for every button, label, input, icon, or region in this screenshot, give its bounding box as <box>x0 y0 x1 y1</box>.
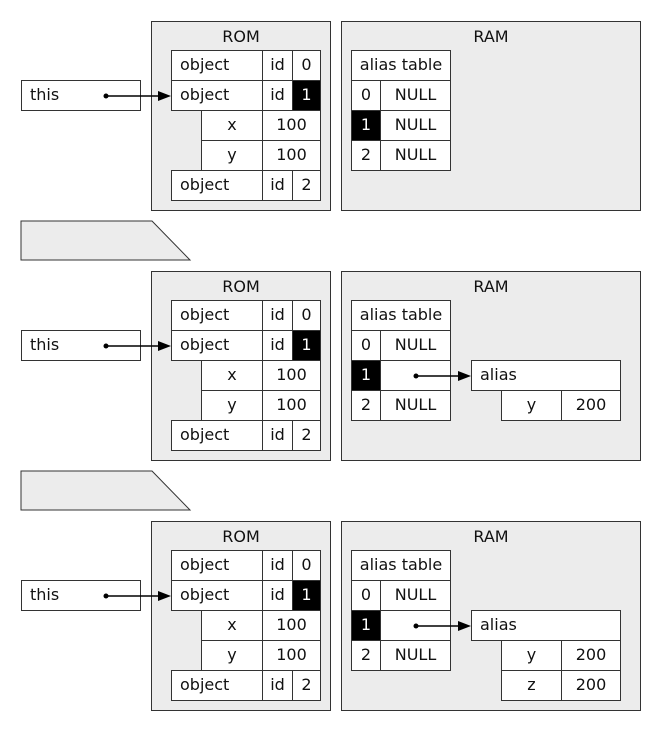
alias-table-value: NULL <box>380 110 451 141</box>
rom-object-id: 1 <box>292 580 321 611</box>
alias-table-index: 2 <box>351 140 381 171</box>
rom-field-name: y <box>201 640 263 671</box>
alias-field-value: 200 <box>561 640 621 671</box>
alias-pointer-arrow <box>413 371 471 381</box>
rom-title: ROM <box>222 27 260 46</box>
alias-table-value: NULL <box>380 390 451 421</box>
rom-id-label: id <box>262 420 293 451</box>
pointer-origin-dot <box>103 593 109 599</box>
rom-title: ROM <box>222 527 260 546</box>
rom-title: ROM <box>222 277 260 296</box>
pointer-origin-dot <box>413 623 419 629</box>
arrow-head-icon <box>158 341 171 351</box>
rom-id-label: id <box>262 300 293 331</box>
rom-object-id: 2 <box>292 420 321 451</box>
pointer-origin-dot <box>103 343 109 349</box>
alias-table-index: 2 <box>351 640 381 671</box>
alias-table-value: NULL <box>380 330 451 361</box>
statement-note-shape <box>20 470 192 511</box>
pointer-origin-dot <box>413 373 419 379</box>
this-pointer-arrow <box>103 591 171 601</box>
rom-field-name: x <box>201 360 263 391</box>
arrow-head-icon <box>158 591 171 601</box>
this-pointer-arrow <box>103 341 171 351</box>
statement-note-shape <box>20 220 192 261</box>
rom-field-value: 100 <box>262 140 321 171</box>
alias-table-value: NULL <box>380 80 451 111</box>
alias-object-header: alias <box>471 610 621 641</box>
alias-field-value: 200 <box>561 390 621 421</box>
rom-object-id: 0 <box>292 550 321 581</box>
arrow-head-icon <box>458 621 471 631</box>
alias-object-header: alias <box>471 360 621 391</box>
ram-title: RAM <box>473 27 509 46</box>
alias-pointer-arrow <box>413 621 471 631</box>
arrow-head-icon <box>458 371 471 381</box>
alias-table-header: alias table <box>351 50 451 81</box>
alias-table-index: 1 <box>351 360 381 391</box>
rom-field-value: 100 <box>262 390 321 421</box>
ram-title: RAM <box>473 277 509 296</box>
alias-table-value: NULL <box>380 580 451 611</box>
this-pointer-arrow <box>103 91 171 101</box>
alias-table-index: 2 <box>351 390 381 421</box>
rom-id-label: id <box>262 330 293 361</box>
rom-field-name: x <box>201 110 263 141</box>
arrow-head-icon <box>158 91 171 101</box>
alias-table-index: 1 <box>351 610 381 641</box>
rom-id-label: id <box>262 670 293 701</box>
alias-field-name: z <box>501 670 562 701</box>
alias-table-value: NULL <box>380 140 451 171</box>
rom-object-id: 0 <box>292 50 321 81</box>
rom-field-value: 100 <box>262 640 321 671</box>
alias-table-header: alias table <box>351 550 451 581</box>
rom-object-id: 1 <box>292 330 321 361</box>
ram-title: RAM <box>473 527 509 546</box>
rom-field-value: 100 <box>262 110 321 141</box>
pointer-origin-dot <box>103 93 109 99</box>
alias-field-value: 200 <box>561 670 621 701</box>
rom-id-label: id <box>262 170 293 201</box>
rom-id-label: id <box>262 80 293 111</box>
rom-object-id: 0 <box>292 300 321 331</box>
rom-id-label: id <box>262 550 293 581</box>
alias-table-value: NULL <box>380 640 451 671</box>
alias-field-name: y <box>501 390 562 421</box>
alias-table-header: alias table <box>351 300 451 331</box>
rom-field-name: y <box>201 140 263 171</box>
